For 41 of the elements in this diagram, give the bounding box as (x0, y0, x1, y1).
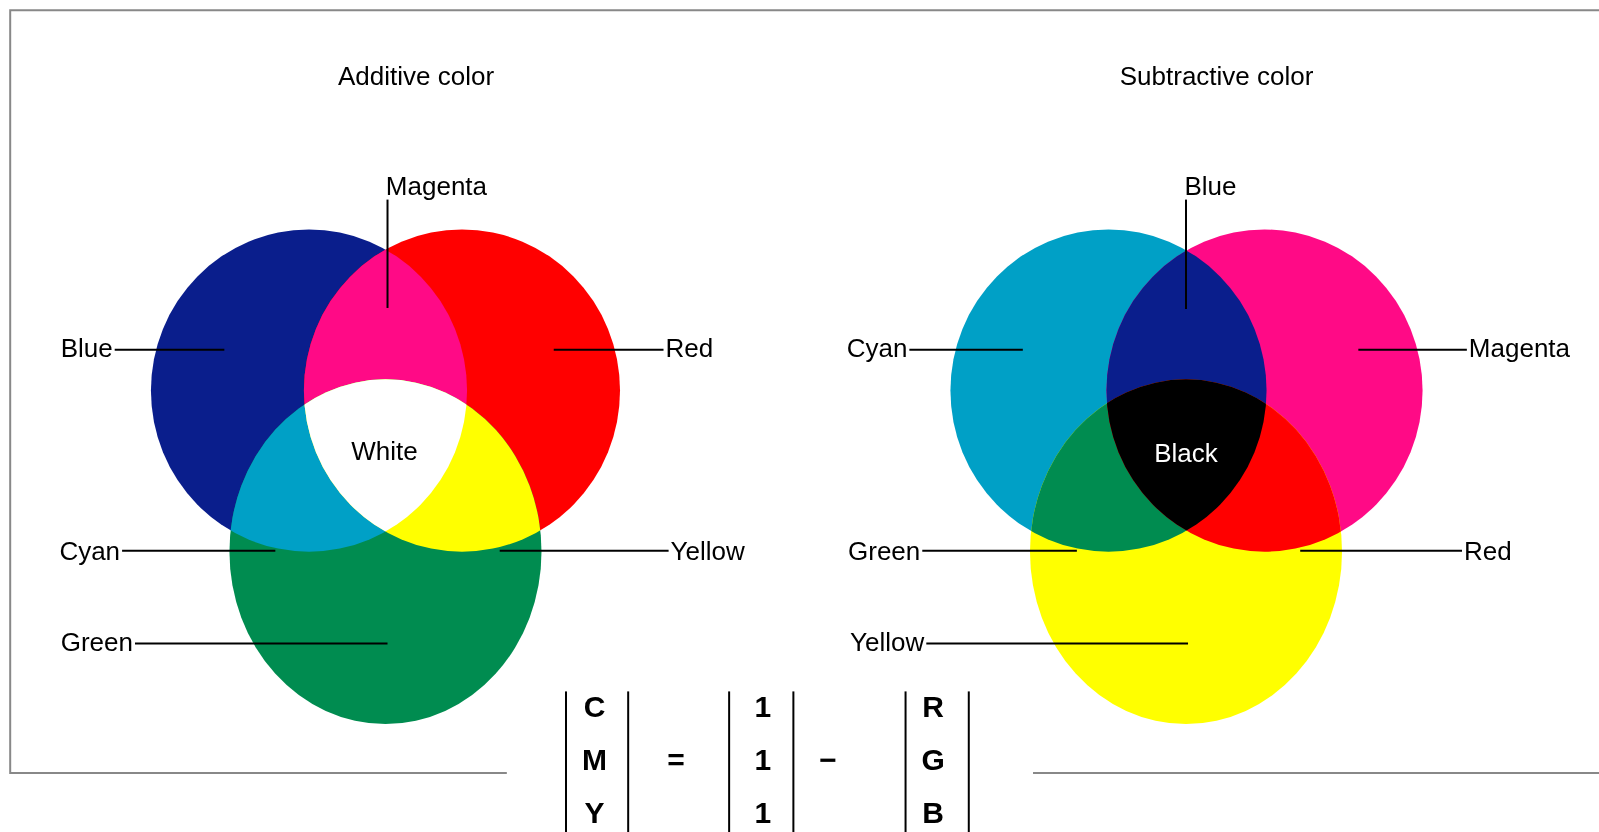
leader-line (552, 348, 665, 351)
region-label: Black (1154, 439, 1218, 466)
matrix-entry: B (922, 797, 944, 828)
matrix-entry: Y (584, 797, 605, 828)
matrix-entry: 1 (754, 691, 772, 722)
matrix-entry: G (921, 744, 945, 775)
color-name: Cyan (846, 334, 908, 361)
panel-title: Additive color (338, 63, 495, 90)
leader-line (908, 348, 1024, 351)
color-name: Magenta (385, 172, 488, 199)
leader-line (1357, 348, 1468, 351)
color-name: Green (60, 629, 133, 656)
color-name: Blue (1184, 172, 1237, 199)
leader-line (921, 549, 1078, 552)
panel-title: Subtractive color (1119, 63, 1314, 90)
leader-line (1299, 549, 1463, 552)
color-name: Cyan (59, 537, 121, 564)
color-name: Red (665, 334, 714, 361)
leader-line (386, 198, 389, 309)
minus-sign: − (819, 744, 837, 775)
equals-sign: = (667, 744, 685, 775)
matrix-entry: R (922, 691, 944, 722)
matrix-entry: C (583, 691, 606, 722)
color-name: Red (1464, 537, 1512, 564)
leader-line (498, 549, 670, 552)
leader-line (1185, 198, 1187, 310)
color-name: Blue (60, 334, 113, 361)
leader-line (113, 348, 226, 351)
region-label: White (351, 437, 418, 464)
color-name: Yellow (850, 629, 925, 656)
color-venn-drawing (950, 229, 1423, 725)
matrix-entry: M (582, 744, 607, 775)
color-name: Magenta (1468, 334, 1571, 361)
leader-line (121, 549, 277, 552)
leader-line (925, 642, 1190, 645)
leader-line (134, 642, 389, 645)
color-venn-drawing (150, 229, 620, 725)
matrix-entry: 1 (754, 744, 772, 775)
color-name: Green (848, 537, 921, 564)
color-name: Yellow (670, 537, 745, 564)
matrix-entry: 1 (754, 797, 772, 828)
